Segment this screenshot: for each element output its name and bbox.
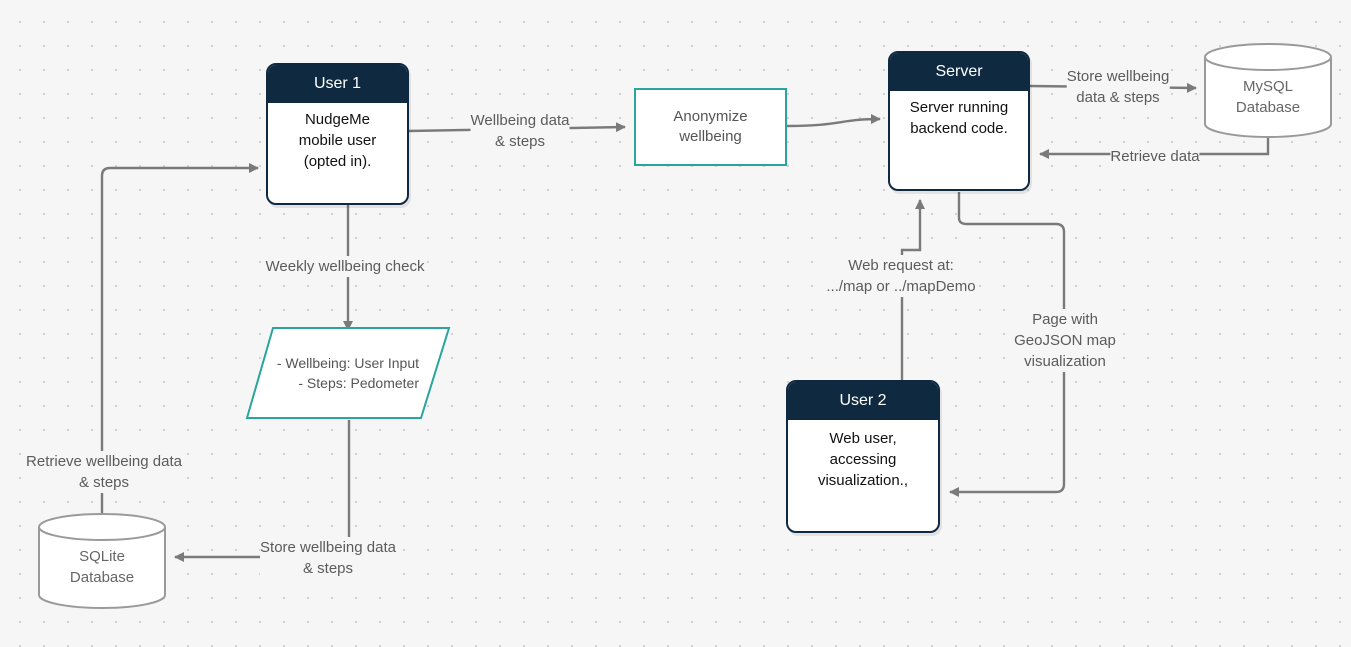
edge-label-line: visualization — [1024, 353, 1106, 370]
user2-node[interactable]: User 2 Web user, accessing visualization… — [786, 380, 940, 533]
edge-label-line: Web request at: — [848, 257, 954, 274]
user2-title: User 2 — [788, 382, 938, 420]
user1-title: User 1 — [268, 65, 407, 103]
edge-label-weekly-check: Weekly wellbeing check — [265, 256, 425, 277]
edge-label-line: Store wellbeing — [1066, 68, 1170, 85]
mysql-line-1: MySQL — [1242, 78, 1293, 95]
sqlite-line-1: SQLite — [79, 548, 125, 565]
edge-label-line: Weekly wellbeing check — [265, 258, 425, 275]
user2-line-2: accessing — [829, 451, 897, 468]
input-parallelogram-shape — [245, 327, 451, 419]
edge-anonymize-to-server — [786, 114, 881, 128]
user1-line-2: mobile user — [298, 132, 377, 149]
mysql-label: MySQL Database — [1236, 76, 1300, 118]
edge-label-line: Wellbeing data — [470, 112, 570, 129]
edge-label-to-anonymize: Wellbeing data & steps — [470, 110, 570, 152]
edge-label-line: & steps — [494, 133, 546, 150]
input-label: - Wellbeing: User Input - Steps: Pedomet… — [277, 353, 419, 393]
user1-line-3: (opted in). — [303, 153, 372, 170]
edge-user2-to-server — [900, 199, 925, 380]
server-body: Server running backend code. — [890, 91, 1028, 139]
edge-label-line: & steps — [78, 474, 130, 491]
edge-label-line: Store wellbeing data — [260, 539, 396, 556]
anonymize-node[interactable]: Anonymize wellbeing — [634, 88, 787, 166]
user2-body: Web user, accessing visualization., — [788, 420, 938, 491]
edge-label-line: & steps — [302, 560, 354, 577]
sqlite-label: SQLite Database — [70, 546, 134, 588]
edge-label-store-sqlite: Store wellbeing data & steps — [260, 537, 396, 579]
sqlite-line-2: Database — [69, 569, 135, 586]
input-line-2: - Steps: Pedometer — [298, 375, 419, 391]
edge-label-line: .../map or ../mapDemo — [826, 278, 976, 295]
server-node[interactable]: Server Server running backend code. — [888, 51, 1030, 191]
anonymize-line-1: Anonymize — [673, 108, 748, 125]
edge-label-line: Retrieve data — [1110, 148, 1200, 165]
user1-body: NudgeMe mobile user (opted in). — [268, 103, 407, 172]
sqlite-database-icon — [38, 513, 166, 609]
server-title: Server — [890, 53, 1028, 91]
mysql-database-icon — [1204, 43, 1332, 138]
input-line-1: - Wellbeing: User Input — [276, 355, 419, 371]
mysql-line-2: Database — [1235, 99, 1301, 116]
server-line-2: backend code. — [910, 120, 1008, 137]
edge-label-line: Retrieve wellbeing data — [26, 453, 182, 470]
edge-sqlite-to-user1 — [100, 163, 259, 513]
edge-label-web-request: Web request at: .../map or ../mapDemo — [826, 255, 976, 297]
user2-line-1: Web user, — [829, 430, 897, 447]
user2-line-3: visualization., — [817, 472, 909, 489]
anonymize-line-2: wellbeing — [679, 128, 742, 145]
edge-server-to-user2 — [949, 192, 1066, 497]
edge-label-retrieve-sqlite: Retrieve wellbeing data & steps — [26, 451, 182, 493]
server-line-1: Server running — [909, 99, 1009, 116]
user1-node[interactable]: User 1 NudgeMe mobile user (opted in). — [266, 63, 409, 205]
edge-label-line: Page with — [1032, 311, 1098, 328]
edge-label-store-mysql: Store wellbeing data & steps — [1066, 66, 1170, 108]
edge-label-retrieve-mysql: Retrieve data — [1110, 146, 1200, 167]
user1-line-1: NudgeMe — [304, 111, 371, 128]
edge-label-line: GeoJSON map — [1014, 332, 1116, 349]
edge-label-line: data & steps — [1076, 89, 1160, 106]
edge-label-page-geojson: Page with GeoJSON map visualization — [1014, 309, 1116, 372]
